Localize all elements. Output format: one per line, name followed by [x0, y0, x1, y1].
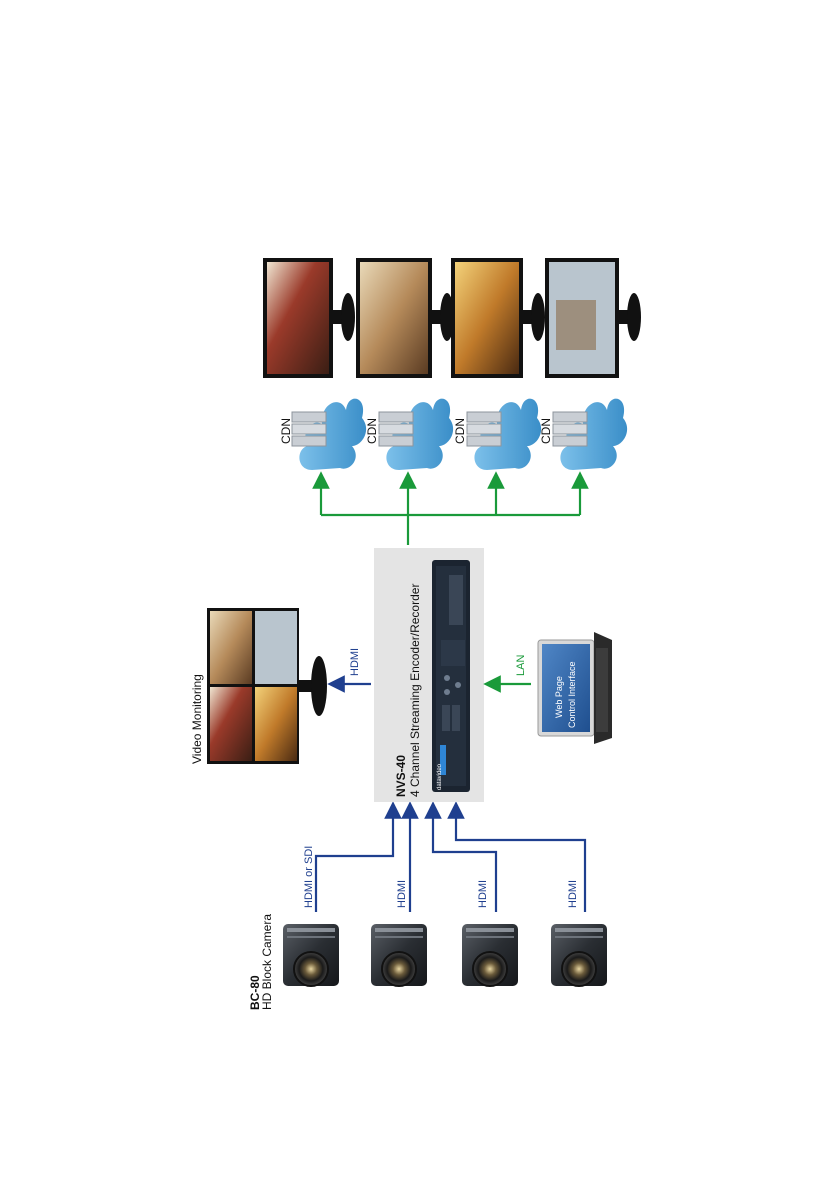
- camera-description-label: HD Block Camera: [260, 914, 274, 1010]
- laptop-screen-line2: Control Interface: [567, 661, 577, 728]
- cdn-label: CDN: [453, 418, 467, 444]
- cdn-node: CDN: [539, 399, 627, 470]
- camera-icon: [283, 924, 339, 986]
- monitor-icon: [545, 258, 641, 378]
- camera-icon: [551, 924, 607, 986]
- cdn-node: CDN: [365, 399, 453, 470]
- cdn-label: CDN: [365, 418, 379, 444]
- cloud-server-icon: [379, 399, 453, 470]
- camera-connections: [316, 810, 585, 912]
- encoder-brand-label: datavideo: [437, 763, 443, 790]
- camera-icon: [371, 924, 427, 986]
- cloud-server-icon: [553, 399, 627, 470]
- video-monitoring-label: Video Monitoring: [190, 674, 204, 764]
- arrow-icon: [456, 810, 585, 912]
- monitor-icon: [263, 258, 355, 378]
- arrow-icon: [316, 810, 393, 912]
- laptop-screen-line1: Web Page: [554, 676, 564, 718]
- cdn-label: CDN: [279, 418, 293, 444]
- monitor-icon: [356, 258, 454, 378]
- encoder-model-label: NVS-40: [394, 755, 408, 797]
- cdn-connections: [321, 480, 580, 545]
- monitoring-link-label: HDMI: [349, 648, 361, 676]
- lan-link-label: LAN: [515, 655, 527, 676]
- monitor-icon: [207, 608, 327, 764]
- cloud-server-icon: [292, 399, 366, 470]
- cdn-node: CDN: [453, 399, 541, 470]
- monitor-icon: [451, 258, 545, 378]
- cloud-server-icon: [467, 399, 541, 470]
- link-label: HDMI or SDI: [303, 846, 315, 908]
- encoder-device-icon: [432, 560, 470, 792]
- encoder-description-label: 4 Channel Streaming Encoder/Recorder: [408, 584, 422, 797]
- link-label: HDMI: [477, 880, 489, 908]
- link-label: HDMI: [396, 880, 408, 908]
- cdn-node: CDN: [279, 399, 366, 470]
- cdn-label: CDN: [539, 418, 553, 444]
- camera-icon: [462, 924, 518, 986]
- link-label: HDMI: [567, 880, 579, 908]
- camera-group: [283, 924, 607, 986]
